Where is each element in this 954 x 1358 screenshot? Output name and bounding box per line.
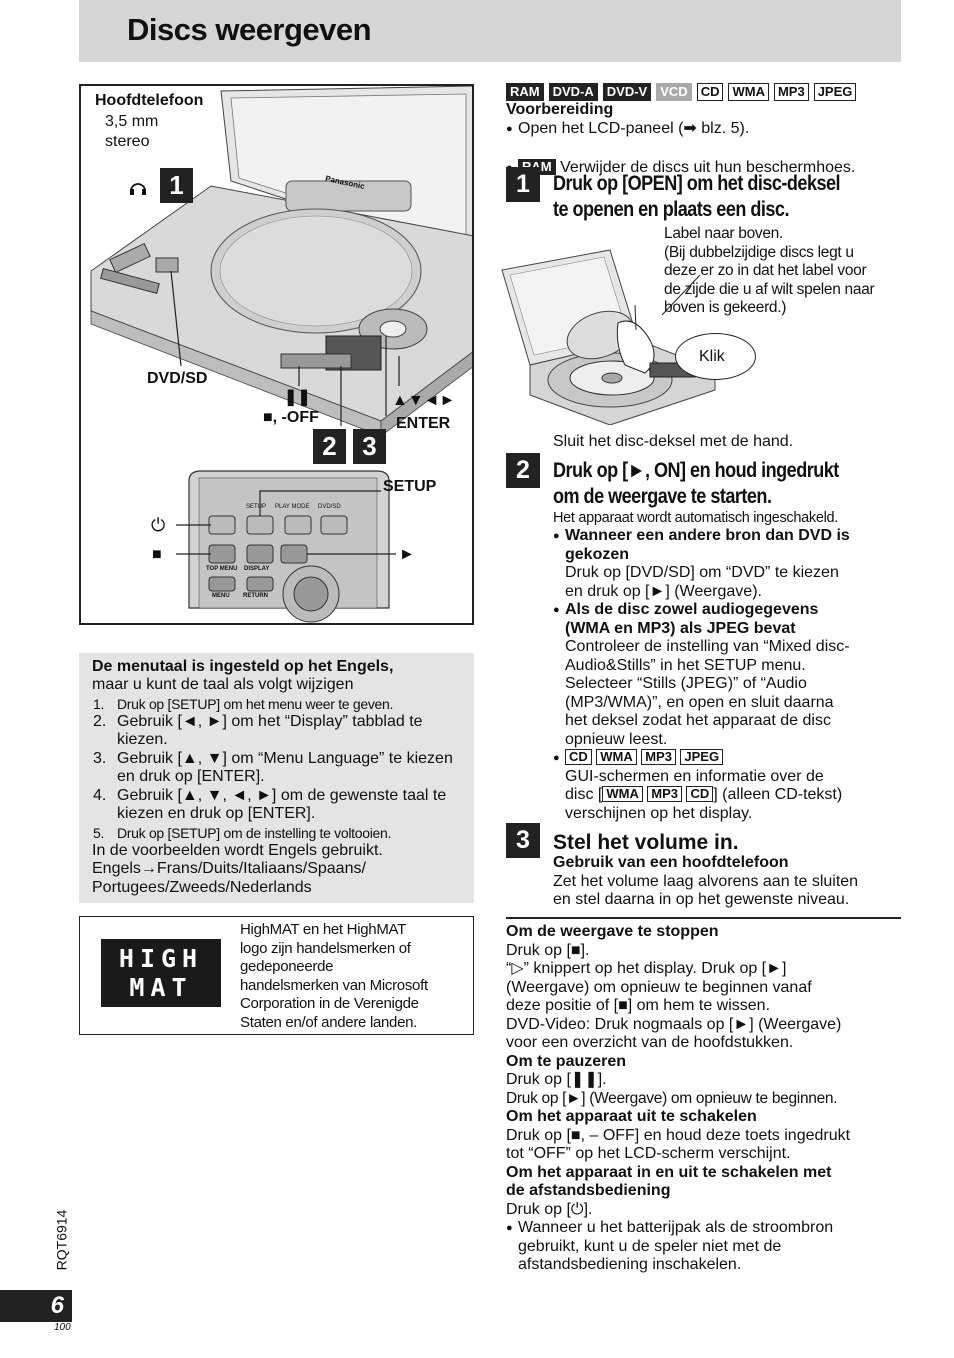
remote-menu-text: MENU [212,593,230,599]
language-step: 3.Gebruik [▲, ▼] om “Menu Language” te k… [93,749,453,786]
prep-line-1: Open het LCD-paneel (➡ blz. 5). [506,120,954,139]
language-note: In de voorbeelden wordt Engels gebruikt. [92,841,383,859]
format-badges: RAM DVD-A DVD-V VCD CD WMA MP3 JPEG [506,83,857,101]
prep-heading: Voorbereiding [506,101,614,118]
format-badge: WMA [728,83,769,101]
headphone-icon [128,177,148,197]
stop-section: Om de weergave te stoppen Druk op [■]. “… [506,923,906,1275]
format-badge: VCD [656,83,692,101]
format-badge: JPEG [813,83,857,101]
remote-return-text: RETURN [243,593,268,599]
play-icon: ► [399,546,415,563]
enter-label: ENTER [396,415,451,432]
highmat-logo: HIGH MAT [101,939,221,1007]
title-bar: Discs weergeven [79,0,901,62]
disc-insert-illustration [501,249,716,425]
step-1-note: Label naar boven.(Bij dubbelzijdige disc… [664,225,875,316]
language-step: 5.Druk op [SETUP] om de instelling te vo… [93,824,392,841]
format-badge: RAM [506,83,544,101]
format-badge: CD [696,83,724,101]
highmat-box: HIGH MAT HighMAT en het HighMAT logo zij… [79,916,474,1035]
language-list: Portugees/Zweeds/Nederlands [92,878,312,896]
bullet-mixed-disc: Als de disc zowel audiogegevens (WMA en … [553,601,903,749]
headphones-spec: 3,5 mm [105,113,159,130]
language-list: Engels→Frans/Duits/Italiaans/Spaans/ [92,860,366,877]
bullet-other-source: Wanneer een andere bron dan DVD is gekoz… [553,527,903,601]
step-3-title: Stel het volume in. [553,831,739,854]
step-2-bullets: Wanneer een andere bron dan DVD is gekoz… [553,527,903,823]
headphones-label: Hoofdtelefoon [95,92,204,109]
figure-step-1: 1 [160,168,193,203]
device-illustration [90,86,472,623]
divider [506,917,901,919]
klik-label: Klik [699,348,725,365]
language-subheading: maar u kunt de taal als volgt wijzigen [92,676,354,693]
pause-label: ❚❚ [284,389,311,406]
language-step: 4.Gebruik [▲, ▼, ◄, ►] om de gewenste ta… [93,786,447,823]
figure-step-2: 2 [313,429,346,464]
step-3-badge: 3 [506,823,540,858]
step-2-badge: 2 [506,453,540,488]
remote-display-text: DISPLAY [244,566,270,572]
headphones-stereo: stereo [105,133,150,150]
bullet-gui: CD WMA MP3 JPEG GUI-schermen en informat… [553,749,903,823]
step-1-badge: 1 [506,167,540,202]
step-3-text: Gebruik van een hoofdtelefoon Zet het vo… [553,854,859,908]
stop-icon: ■ [152,546,162,563]
format-badge: DVD-A [548,83,598,101]
dvdsd-label: DVD/SD [147,370,208,387]
highmat-trademark-text: HighMAT en het HighMAT logo zijn handels… [240,921,428,1031]
page-title: Discs weergeven [127,12,372,47]
arrows-label: ▲▼◄► [392,392,456,409]
remote-topmenu-text: TOP MENU [206,566,238,572]
document-code: RQT6914 [53,1209,70,1271]
setup-label: SETUP [383,478,437,495]
format-badge: MP3 [773,83,809,101]
language-step: 1.Druk op [SETUP] om het menu weer te ge… [93,695,394,712]
remote-playmode-text: PLAY MODE [275,504,310,510]
step-2-auto: Het apparaat wordt automatisch ingeschak… [553,510,839,526]
stop-off-label: ■, -OFF [263,409,319,426]
page-small-number: 100 [54,1322,71,1333]
language-info-box: De menutaal is ingesteld op het Engels, … [79,653,474,903]
remote-setup-text: SETUP [246,504,267,510]
device-figure: Hoofdtelefoon 3,5 mm stereo 1 2 3 DVD/SD… [79,84,474,625]
step-1-close: Sluit het disc-deksel met de hand. [553,433,794,450]
language-steps: 1.Druk op [SETUP] om het menu weer te ge… [92,695,462,842]
remote-dvdsd-text: DVD/SD [318,504,341,510]
language-heading: De menutaal is ingesteld op het Engels, [92,658,394,675]
page-number: 6 [0,1290,72,1322]
klik-bubble [675,333,756,380]
power-icon: ⏻ [151,515,166,535]
format-badge: DVD-V [602,83,652,101]
language-step: 2.Gebruik [◄, ►] om het “Display” tabbla… [93,712,423,749]
figure-step-3: 3 [353,429,386,464]
